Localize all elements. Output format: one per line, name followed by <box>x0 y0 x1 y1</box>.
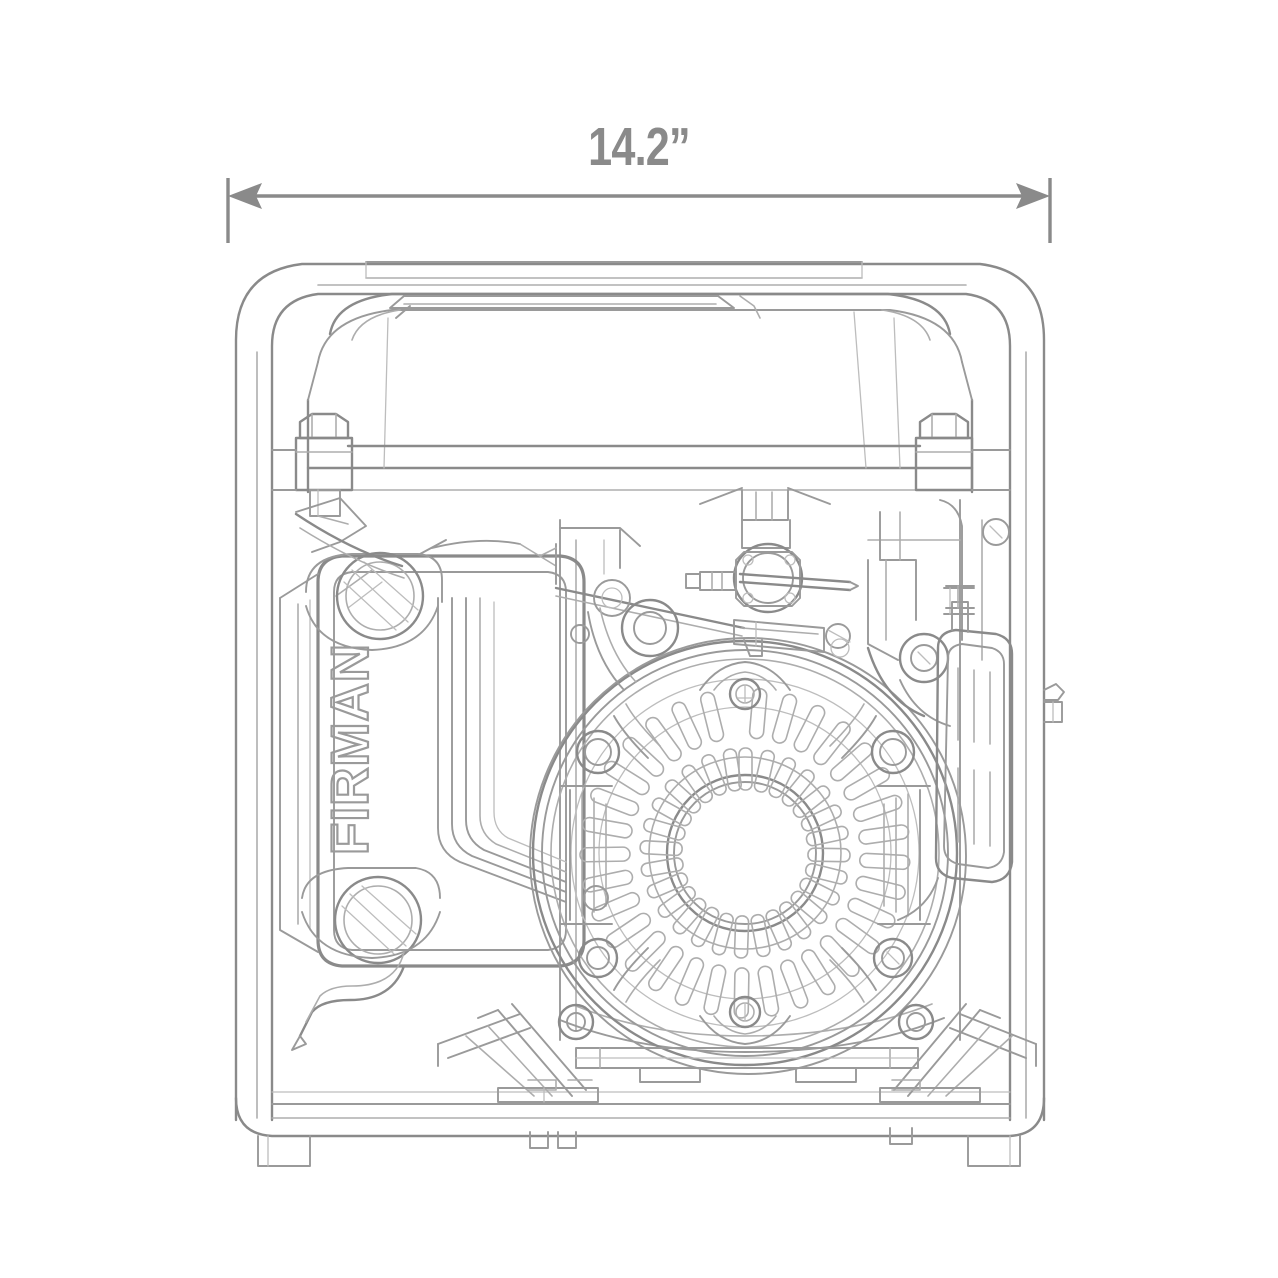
air-filter-thumb-screw-top[interactable] <box>305 551 443 651</box>
recoil-boss-arms <box>613 703 877 1003</box>
dimension-arrow-right <box>1016 183 1050 209</box>
engine-top-ledge <box>539 529 621 585</box>
muffler-heat-shield <box>897 585 1014 921</box>
fuel-shutoff-valve[interactable] <box>685 487 859 614</box>
dimension-arrow-left <box>228 183 262 209</box>
fuel-tank <box>306 292 974 494</box>
recoil-bolt-bosses <box>575 729 916 979</box>
drain-hose <box>291 951 406 1051</box>
throttle-linkage <box>554 579 851 691</box>
recoil-vents-outer <box>579 687 911 1019</box>
recoil-mount-top <box>699 661 791 711</box>
firman-logo: FIRMAN <box>320 642 381 856</box>
recoil-side-louvers <box>559 785 931 925</box>
dimension-annotation <box>226 178 1052 243</box>
rubber-feet <box>257 1127 1021 1167</box>
frame-roll-cage <box>234 262 1046 1138</box>
engine-upper-left-casting <box>294 497 557 579</box>
frame-mount-bolt-right <box>914 412 1011 492</box>
engine-mount-bracket-right <box>879 1003 1037 1103</box>
air-filter-ribs <box>437 597 567 903</box>
recoil-starter <box>529 637 967 1075</box>
recoil-pin-hole <box>583 885 609 911</box>
air-filter-thumb-screw-bottom[interactable] <box>301 867 441 965</box>
frame-side-bracket <box>1043 683 1065 723</box>
dimension-label: 14.2” <box>588 117 690 177</box>
air-filter-cover: FIRMAN <box>279 551 586 968</box>
engine-base-plate <box>575 1047 919 1083</box>
engine-block <box>559 499 1010 1053</box>
carry-handle <box>365 261 863 279</box>
engine-base-bolts <box>557 1003 935 1041</box>
recoil-vents-inner <box>639 747 851 959</box>
engine-mount-bracket-left <box>437 1003 599 1103</box>
svg-text:FIRMAN: FIRMAN <box>321 643 380 855</box>
recoil-mount-bottom <box>699 995 791 1045</box>
frame-mount-bolt-left <box>271 412 354 517</box>
